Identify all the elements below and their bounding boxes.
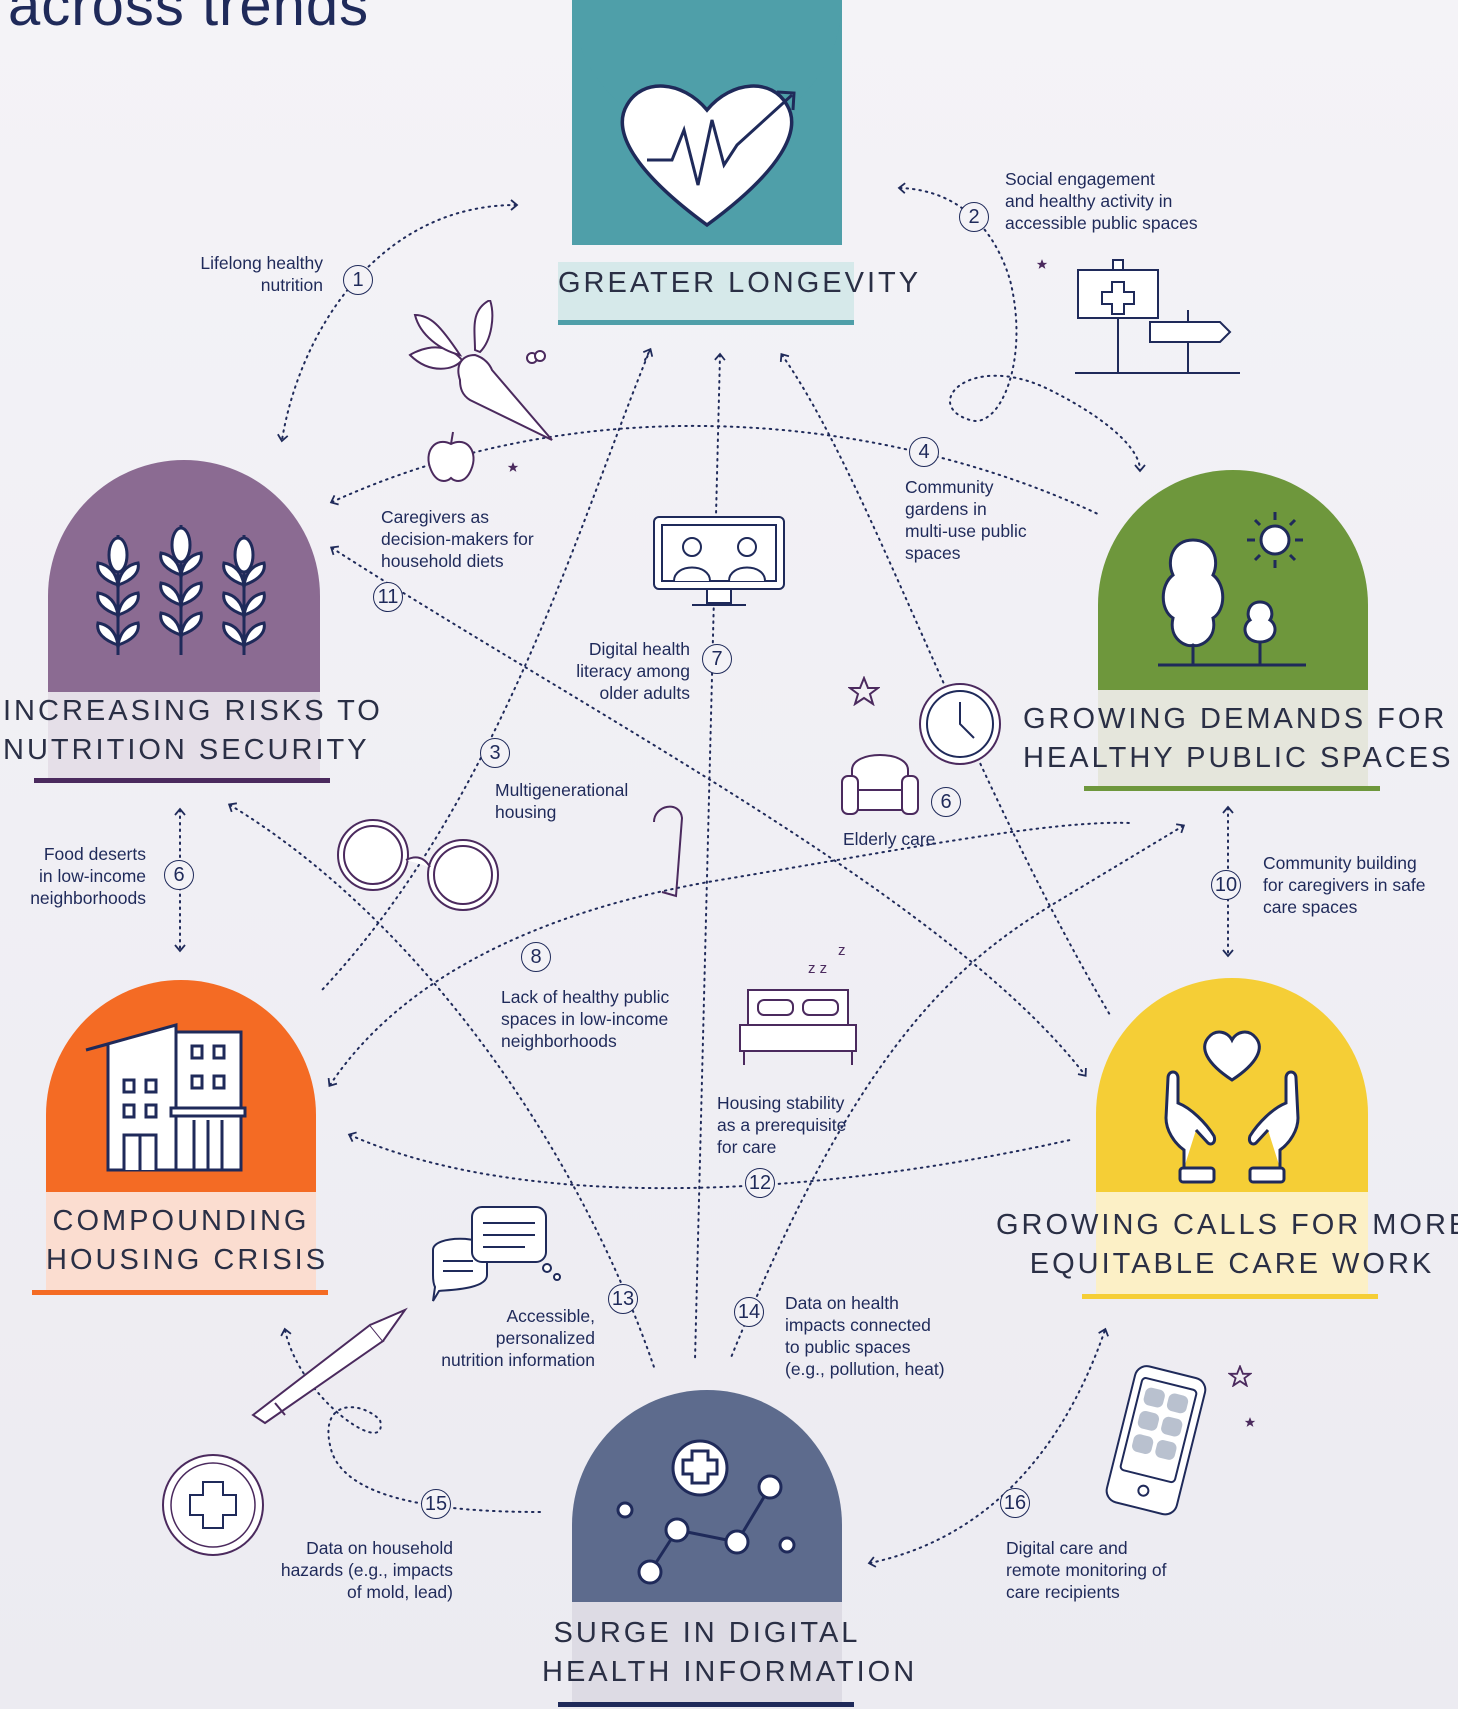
chat-bubbles-icon bbox=[432, 1206, 561, 1302]
network-cross-icon bbox=[616, 1439, 796, 1585]
connection-number: 13 bbox=[608, 1284, 638, 1314]
signpost-icon bbox=[1075, 259, 1240, 374]
connection-label: Digital health literacy among older adul… bbox=[576, 639, 690, 703]
trend-public-spaces-band: GROWING DEMANDS FOR HEALTHY PUBLIC SPACE… bbox=[1023, 690, 1450, 786]
trend-public-spaces-label-2: HEALTHY PUBLIC SPACES bbox=[1023, 742, 1454, 774]
trend-longevity-dome bbox=[572, 0, 842, 245]
trend-digital-underline bbox=[558, 1702, 854, 1707]
link-7 bbox=[694, 352, 726, 1361]
connection-number: 15 bbox=[421, 1489, 451, 1519]
connection-label: Elderly care bbox=[843, 829, 936, 849]
connection-number: 11 bbox=[373, 582, 403, 612]
connection-number: 3 bbox=[480, 738, 510, 768]
trend-nutrition-label-2: NUTRITION SECURITY bbox=[3, 734, 370, 766]
connection-number: 7 bbox=[702, 644, 732, 674]
connection-number: 6 bbox=[164, 860, 194, 890]
trend-housing-dome bbox=[46, 980, 316, 1192]
apple-icon bbox=[427, 431, 475, 482]
trend-longevity-underline bbox=[558, 320, 854, 325]
connection-number: 10 bbox=[1211, 870, 1241, 900]
connection-label: Housing stability as a prerequisite for … bbox=[717, 1093, 847, 1157]
trend-nutrition-label-1: INCREASING RISKS TO bbox=[3, 695, 383, 727]
link-16 bbox=[867, 1327, 1109, 1568]
connection-label: Data on health impacts connected to publ… bbox=[785, 1293, 945, 1379]
telehealth-icon bbox=[653, 516, 785, 606]
connection-label: Community building for caregivers in saf… bbox=[1263, 853, 1426, 917]
connection-number: 8 bbox=[521, 942, 551, 972]
trend-public-spaces-dome bbox=[1098, 470, 1368, 690]
trend-care-work-dome bbox=[1096, 978, 1368, 1192]
carrot-icon bbox=[408, 300, 553, 441]
heart-rate-icon bbox=[620, 84, 796, 228]
connection-label: Food deserts in low-income neighborhoods bbox=[30, 844, 146, 908]
trend-housing-label-1: COMPOUNDING bbox=[52, 1205, 310, 1237]
link-3-arrow bbox=[642, 347, 654, 361]
link-11 bbox=[329, 545, 1087, 1077]
connection-label: Digital care and remote monitoring of ca… bbox=[1006, 1538, 1167, 1602]
link-12 bbox=[347, 1131, 1071, 1190]
star-icon bbox=[1036, 259, 1048, 269]
trend-housing-band: COMPOUNDING HOUSING CRISIS bbox=[46, 1192, 329, 1290]
trend-digital-dome bbox=[572, 1390, 842, 1602]
star-icon bbox=[1228, 1365, 1252, 1387]
trend-longevity-label: GREATER LONGEVITY bbox=[558, 267, 922, 299]
clock-icon bbox=[919, 683, 1001, 765]
trend-digital-label-1: SURGE IN DIGITAL bbox=[553, 1617, 861, 1649]
svg-text:z: z bbox=[838, 942, 846, 959]
pencil-icon bbox=[251, 1307, 408, 1425]
connection-label: Lack of healthy public spaces in low-inc… bbox=[501, 987, 670, 1051]
trend-longevity-band: GREATER LONGEVITY bbox=[558, 262, 918, 322]
building-icon bbox=[85, 1023, 247, 1172]
trend-care-work-underline bbox=[1082, 1294, 1378, 1299]
connection-label: Multigenerational housing bbox=[495, 780, 629, 822]
svg-text:z z: z z bbox=[808, 960, 827, 977]
trend-nutrition-band: INCREASING RISKS TO NUTRITION SECURITY bbox=[3, 692, 380, 778]
link-2 bbox=[897, 182, 1146, 473]
tree-sun-icon bbox=[1158, 512, 1306, 667]
link-13 bbox=[227, 802, 656, 1371]
trend-digital-label-2: HEALTH INFORMATION bbox=[542, 1656, 918, 1688]
trend-public-spaces-label-1: GROWING DEMANDS FOR bbox=[1023, 703, 1448, 735]
connection-number: 2 bbox=[959, 202, 989, 232]
connection-label: Caregivers as decision-makers for househ… bbox=[381, 507, 534, 571]
connection-number: 14 bbox=[734, 1297, 764, 1327]
health-badge-icon bbox=[162, 1454, 264, 1556]
connection-label: Data on household hazards (e.g., impacts… bbox=[280, 1538, 453, 1602]
trend-nutrition-underline bbox=[34, 778, 330, 783]
star-icon bbox=[507, 462, 519, 472]
trend-care-work-band: GROWING CALLS FOR MORE EQUITABLE CARE WO… bbox=[996, 1192, 1458, 1294]
connection-label: Lifelong healthy nutrition bbox=[200, 253, 323, 295]
trend-housing-label-2: HOUSING CRISIS bbox=[46, 1244, 329, 1276]
star-icon bbox=[848, 676, 880, 706]
connection-number: 16 bbox=[1000, 1488, 1030, 1518]
star-icon bbox=[1244, 1417, 1256, 1427]
trend-public-spaces-underline bbox=[1084, 786, 1380, 791]
trend-digital-band: SURGE IN DIGITAL HEALTH INFORMATION bbox=[542, 1602, 914, 1702]
trend-nutrition-dome bbox=[48, 460, 320, 692]
trend-care-work-label-2: EQUITABLE CARE WORK bbox=[1029, 1248, 1435, 1280]
hands-heart-icon bbox=[1164, 1030, 1300, 1184]
trend-care-work-label-1: GROWING CALLS FOR MORE bbox=[996, 1209, 1458, 1241]
armchair-icon bbox=[841, 754, 919, 815]
connection-label: Social engagement and healthy activity i… bbox=[1005, 169, 1198, 233]
phone-icon bbox=[1105, 1365, 1207, 1516]
cane-icon bbox=[653, 805, 684, 898]
trend-housing-underline bbox=[32, 1290, 328, 1295]
connection-number: 1 bbox=[343, 265, 373, 295]
wheat-icon bbox=[96, 525, 266, 655]
connection-label: Community gardens in multi-use public sp… bbox=[905, 477, 1027, 563]
connection-number: 12 bbox=[745, 1168, 775, 1198]
bed-icon: z z z bbox=[739, 942, 857, 1065]
page-title: across trends bbox=[8, 0, 370, 38]
connection-number: 4 bbox=[909, 437, 939, 467]
connection-number: 6 bbox=[931, 787, 961, 817]
connection-label: Accessible, personalized nutrition infor… bbox=[441, 1306, 595, 1370]
glasses-icon bbox=[337, 819, 499, 911]
